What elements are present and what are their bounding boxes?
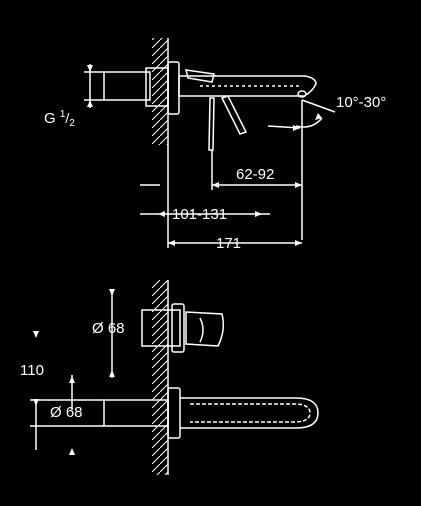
handle-lever-down — [208, 97, 215, 151]
arrow-110-mid — [69, 376, 75, 383]
bottom-view-arrows — [33, 289, 115, 455]
spout-diameter-label: Ø 68 — [50, 404, 83, 421]
handle-top — [185, 311, 225, 347]
dim-171-label: 171 — [216, 235, 242, 252]
spout-top — [180, 397, 319, 429]
arrow-101-left — [158, 211, 165, 217]
rosette-side — [167, 61, 180, 115]
arrow-101-right — [255, 211, 262, 217]
dim-62-92-label: 62-92 — [236, 166, 275, 183]
arrow-68-handle-bottom — [109, 370, 115, 377]
rosette-diameter-label: Ø 68 — [92, 320, 125, 337]
wall-hatch-side — [152, 38, 168, 145]
arrow-62-left — [212, 182, 219, 188]
side-view-arrows — [87, 65, 322, 246]
arrow-110-top — [33, 331, 39, 338]
spout-rosette — [167, 387, 181, 439]
arrow-68-handle-top — [109, 289, 115, 296]
arrow-171-left — [168, 240, 175, 246]
arrow-62-right — [295, 182, 302, 188]
inwall-pipe — [103, 71, 151, 101]
arrow-68-spout-bottom — [69, 448, 75, 455]
aerator-side — [297, 90, 307, 98]
spout-top-inner — [190, 403, 311, 423]
arrow-angle-2 — [293, 125, 300, 131]
thread-numerator: 1 — [59, 109, 66, 120]
arrow-thread-top — [87, 65, 93, 72]
handle-lever-angled — [220, 95, 248, 135]
arrow-angle — [315, 113, 322, 120]
inwall-pipe-bottom — [103, 399, 169, 427]
bottom-view — [30, 280, 319, 475]
arrow-thread-bottom — [87, 100, 93, 107]
handle-side — [185, 69, 215, 83]
arrow-68-spout-top — [33, 399, 39, 406]
height-110-label: 110 — [20, 362, 44, 379]
handle-rosette — [171, 303, 185, 353]
handle-top-inner — [199, 317, 204, 343]
side-view — [84, 38, 336, 248]
thread-denominator: 2 — [69, 118, 75, 129]
arrow-171-right — [295, 240, 302, 246]
dim-101-131-label: 101-131 — [172, 206, 228, 223]
thread-label: G 1/2 — [44, 109, 75, 129]
spout-side — [178, 75, 317, 97]
angle-arc — [295, 117, 323, 128]
handle-block — [141, 309, 181, 347]
angle-leader — [301, 99, 336, 113]
thread-prefix: G — [44, 110, 56, 127]
angle-label: 10°-30° — [336, 94, 387, 111]
